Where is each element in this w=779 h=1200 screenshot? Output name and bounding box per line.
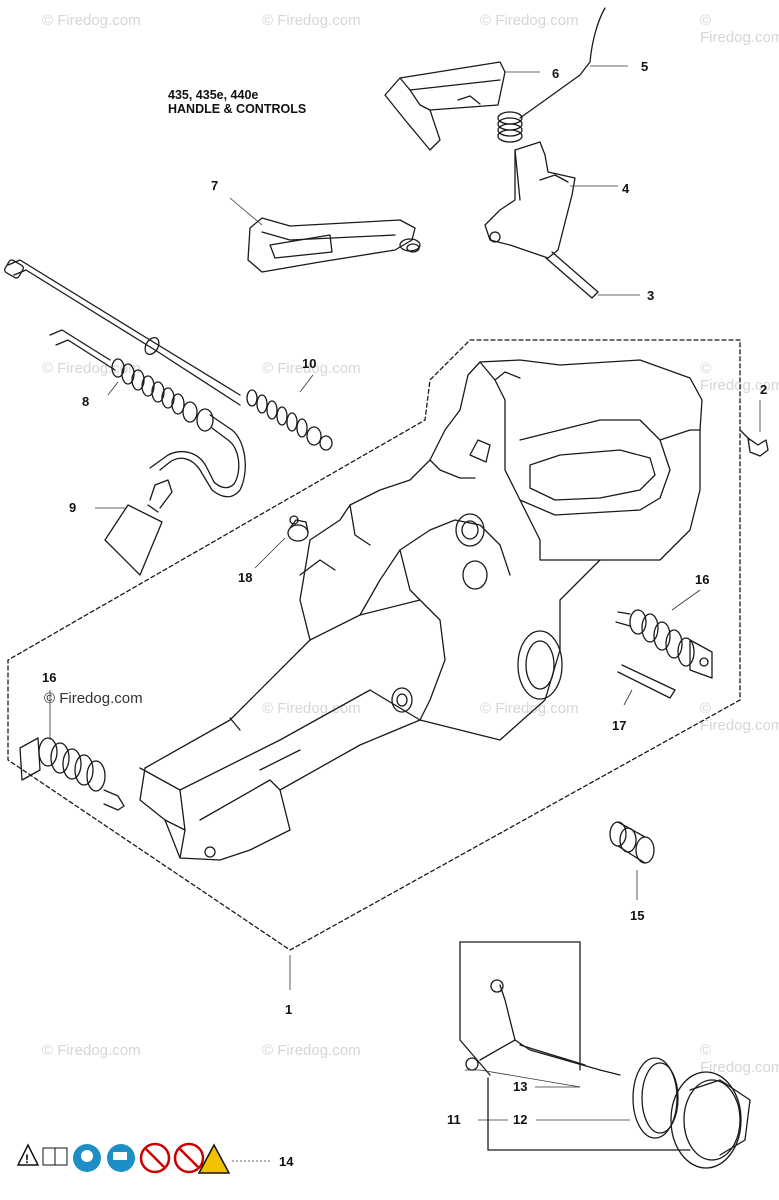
warning-triangle-icon: ! xyxy=(16,1143,40,1166)
watermark: © Firedog.com xyxy=(42,360,141,377)
leader-lines xyxy=(49,65,761,1162)
part-screw xyxy=(739,429,769,457)
callout-12[interactable]: 12 xyxy=(513,1112,528,1127)
callout-14[interactable]: 14 xyxy=(279,1154,294,1169)
manual-book-icon xyxy=(42,1147,68,1166)
callout-2[interactable]: 2 xyxy=(760,382,768,397)
callout-17[interactable]: 17 xyxy=(612,718,627,733)
callout-5[interactable]: 5 xyxy=(641,59,649,74)
part-spring-coil xyxy=(497,111,523,143)
callout-1[interactable]: 1 xyxy=(285,1002,293,1017)
callout-9[interactable]: 9 xyxy=(69,500,77,515)
part-tank-housing xyxy=(139,359,703,861)
warning-icons-row: ! xyxy=(16,1142,231,1174)
part-av-element-left xyxy=(19,737,125,811)
section-title: HANDLE & CONTROLS xyxy=(168,102,307,116)
diagram-title: 435, 435e, 440e HANDLE & CONTROLS xyxy=(168,88,306,116)
no-one-hand-icon xyxy=(139,1142,171,1174)
callout-8[interactable]: 8 xyxy=(82,394,90,409)
svg-text:!: ! xyxy=(25,1152,29,1166)
callout-16-right[interactable]: 16 xyxy=(695,572,710,587)
callout-10[interactable]: 10 xyxy=(302,356,317,371)
callout-4[interactable]: 4 xyxy=(622,181,630,196)
watermark: © Firedog.com xyxy=(262,360,361,377)
part-fuel-hose xyxy=(49,329,246,498)
callout-6[interactable]: 6 xyxy=(552,66,560,81)
callout-11[interactable]: 11 xyxy=(447,1112,461,1127)
part-throttle-rod xyxy=(4,259,241,406)
callout-15[interactable]: 15 xyxy=(630,908,645,923)
callout-7[interactable]: 7 xyxy=(211,178,219,193)
watermark: © Firedog.com xyxy=(42,12,141,29)
model-list: 435, 435e, 440e xyxy=(168,88,259,102)
watermark: © Firedog.com xyxy=(700,700,779,734)
part-nipple xyxy=(287,515,309,542)
watermark: © Firedog.com xyxy=(700,1042,779,1076)
no-hand-icon xyxy=(173,1142,205,1174)
ear-eye-protection-icon xyxy=(73,1144,101,1172)
callout-3[interactable]: 3 xyxy=(647,288,655,303)
callout-18[interactable]: 18 xyxy=(238,570,253,585)
watermark: © Firedog.com xyxy=(262,700,361,717)
part-fuel-filter xyxy=(104,479,173,576)
kickback-warning-icon xyxy=(197,1143,231,1174)
copyright-label: © Firedog.com xyxy=(44,690,143,707)
part-handle-cover xyxy=(247,217,421,273)
part-fuel-cap-assembly xyxy=(459,941,751,1169)
watermark: © Firedog.com xyxy=(480,700,579,717)
assembly-boundary xyxy=(7,339,741,951)
watermark: © Firedog.com xyxy=(262,1042,361,1059)
part-spring-wire xyxy=(519,7,606,119)
gloves-icon xyxy=(107,1144,135,1172)
watermark: © Firedog.com xyxy=(700,12,779,46)
part-pin xyxy=(545,251,599,299)
watermark: © Firedog.com xyxy=(262,12,361,29)
part-throttle-lockout xyxy=(384,61,506,151)
part-pin-17 xyxy=(617,664,676,699)
part-cable-spring-10 xyxy=(246,389,333,451)
part-throttle-trigger xyxy=(484,141,576,259)
callout-13[interactable]: 13 xyxy=(513,1079,528,1094)
part-grommet xyxy=(609,821,655,864)
watermark: © Firedog.com xyxy=(42,1042,141,1059)
callout-16-left[interactable]: 16 xyxy=(42,670,57,685)
watermark: © Firedog.com xyxy=(480,12,579,29)
part-av-element-right xyxy=(615,609,713,679)
